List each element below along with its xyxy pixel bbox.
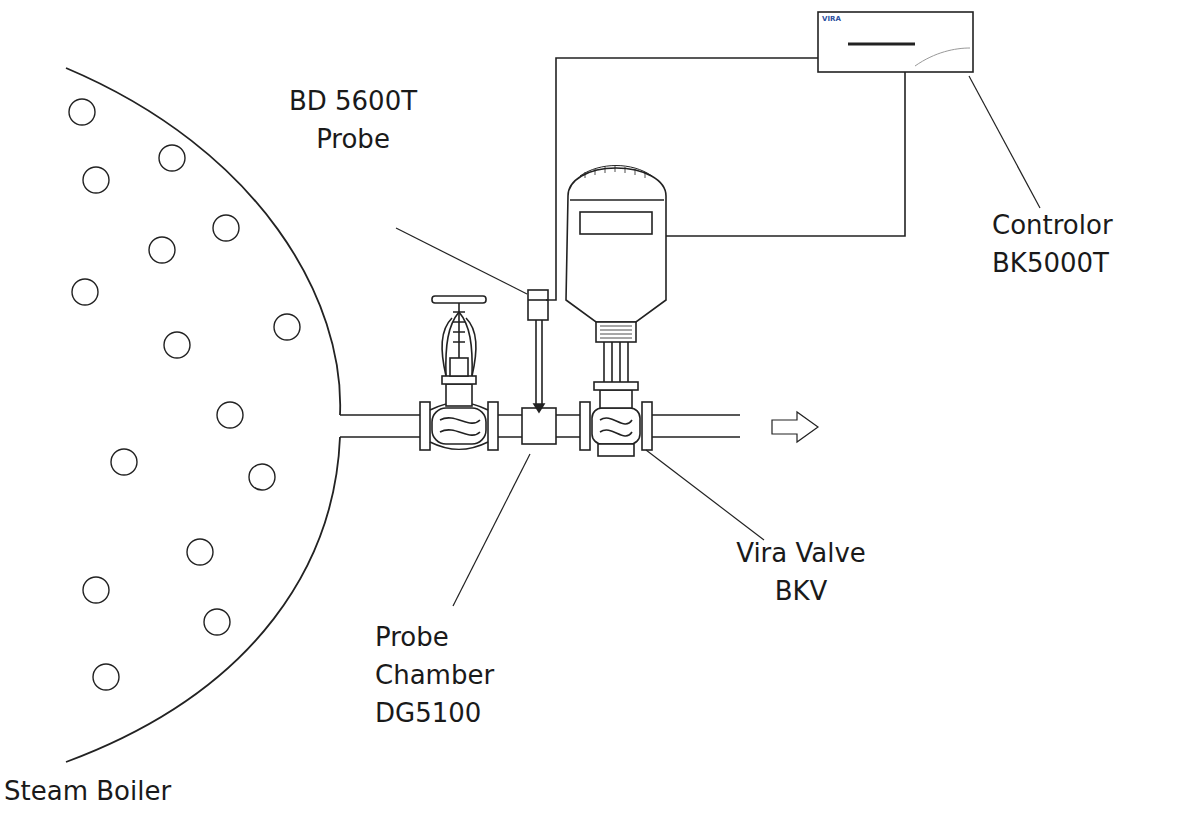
chamber-label: Probe Chamber DG5100 (375, 618, 545, 732)
controller-label: Controlor BK5000T (992, 206, 1172, 282)
probe-label: BD 5600T Probe (268, 82, 438, 158)
logo-text: VIRA (822, 15, 841, 23)
valve-label: Vira Valve BKV (716, 534, 886, 610)
boiler-label: Steam Boiler (4, 772, 171, 810)
